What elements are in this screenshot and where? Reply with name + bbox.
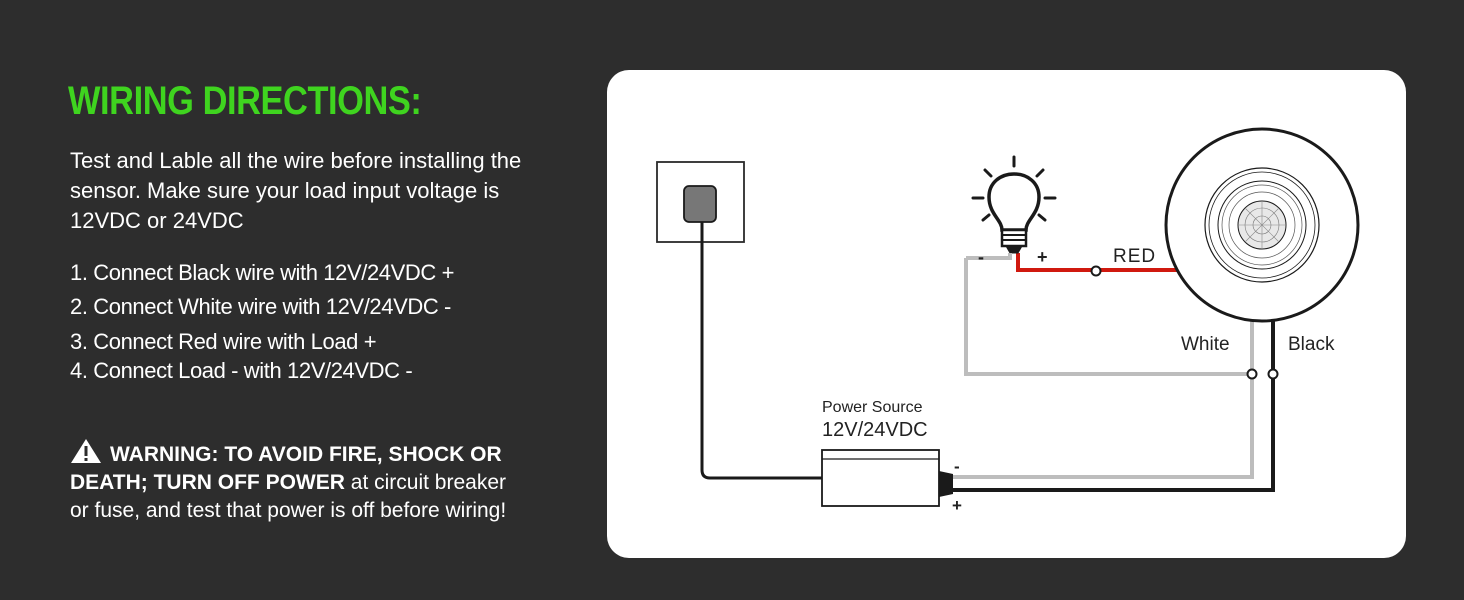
white-wire-bulb: [964, 258, 1252, 376]
power-source-title: Power Source: [822, 399, 923, 416]
instructions: WIRING DIRECTIONS: Test and Lable all th…: [68, 78, 540, 389]
bulb-plus-label: +: [1037, 247, 1048, 267]
black-label: Black: [1288, 334, 1335, 355]
warning-text: at circuit breaker or fuse, and test tha…: [70, 471, 507, 522]
white-wire-supply: [941, 308, 1254, 479]
step-3: 3. Connect Red wire with Load +: [70, 329, 377, 354]
warning-box: WARNING: TO AVOID FIRE, SHOCK OR DEATH; …: [70, 438, 530, 525]
light-bulb-icon: [971, 155, 1057, 254]
warning-bold-text: WARNING: TO AVOID FIRE, SHOCK OR DEATH; …: [70, 443, 502, 494]
step-2: 2. Connect White wire with 12V/24VDC -: [70, 294, 451, 319]
diagram-panel: RED White Black - + Power Source 12V/24V…: [607, 70, 1406, 558]
steps-list: 1. Connect Black wire with 12V/24VDC + 2…: [70, 257, 540, 387]
bulb-minus-label: -: [978, 247, 984, 267]
heading: WIRING DIRECTIONS:: [68, 79, 422, 123]
warning-icon: [70, 438, 102, 464]
supply-minus-label: -: [954, 457, 960, 476]
step-1: 1. Connect Black wire with 12V/24VDC +: [70, 260, 455, 285]
supply-plus-label: +: [952, 496, 962, 515]
step-4: 4. Connect Load - with 12V/24VDC -: [70, 358, 413, 383]
power-source-voltage: 12V/24VDC: [822, 419, 928, 441]
red-wire: [1016, 253, 1179, 272]
red-terminal: [1090, 265, 1102, 277]
switch-wire: [700, 222, 822, 480]
white-label: White: [1181, 334, 1230, 355]
wiring-diagram: RED White Black - + Power Source 12V/24V…: [656, 127, 1360, 515]
intro-text: Test and Lable all the wire before insta…: [70, 148, 522, 233]
black-terminal: [1267, 368, 1279, 380]
motion-sensor-icon: [1164, 127, 1360, 323]
power-supply-icon: [821, 449, 953, 507]
bulb-minus-lead: [966, 253, 1012, 260]
red-label: RED: [1113, 246, 1156, 267]
white-terminal: [1246, 368, 1258, 380]
